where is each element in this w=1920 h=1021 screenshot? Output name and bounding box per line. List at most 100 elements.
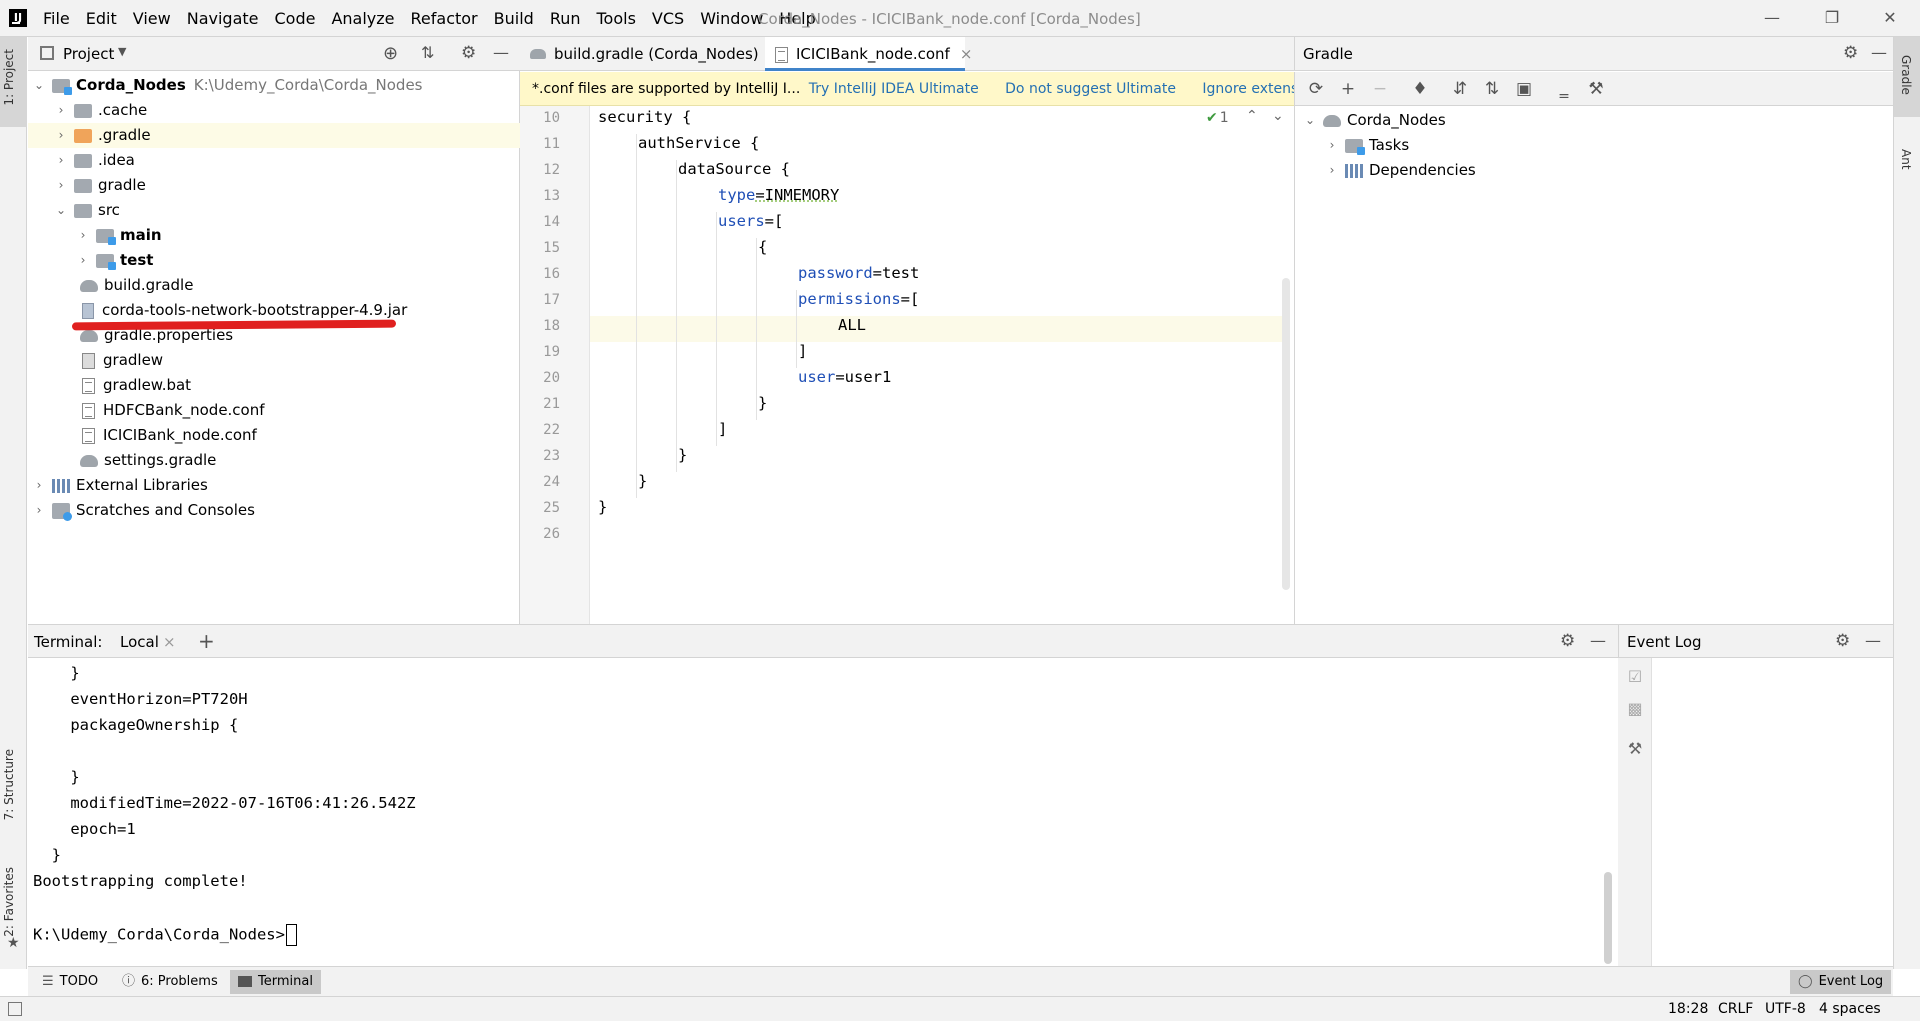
tree-item-gradle-properties[interactable]: gradle.properties [80,323,233,348]
hide-panel-icon[interactable]: — [493,43,509,62]
file-encoding[interactable]: UTF-8 [1765,1001,1806,1017]
expand-all-icon[interactable]: ⇵ [1452,79,1468,99]
tree-root[interactable]: ⌄ Corda_Nodes K:\Udemy_Corda\Corda_Nodes [32,73,423,98]
indent-setting[interactable]: 4 spaces [1819,1001,1881,1017]
collapsed-arrow-icon[interactable]: › [80,253,86,267]
menu-code[interactable]: Code [274,9,316,28]
gradle-tool-tab[interactable]: Gradle [1899,55,1913,95]
tree-item-test[interactable]: › test [76,248,153,273]
tree-item-main[interactable]: › main [76,223,162,248]
ignore-extension-link[interactable]: Ignore extension [1202,81,1320,97]
tree-item-idea[interactable]: › .idea [54,148,135,173]
close-window-icon[interactable]: ✕ [1883,8,1897,27]
menu-edit[interactable]: Edit [85,9,117,28]
collapse-all-icon[interactable]: ⇅ [421,43,435,62]
tab-icici-conf[interactable]: ICICIBank_node.conf× [765,37,972,71]
tree-item-gradlew-bat[interactable]: gradlew.bat [82,373,191,398]
hide-panel-icon[interactable]: — [1871,43,1887,62]
new-session-icon[interactable]: + [198,629,215,653]
gradle-tasks[interactable]: › Tasks [1325,133,1409,158]
hide-panel-icon[interactable]: — [1865,631,1881,650]
collapsed-arrow-icon[interactable]: › [58,178,64,192]
expanded-arrow-icon[interactable]: ⌄ [55,203,67,217]
collapsed-arrow-icon[interactable]: › [1329,138,1335,152]
analyze-dependencies-icon[interactable]: ▣ [1515,79,1533,99]
collapsed-arrow-icon[interactable]: › [58,153,64,167]
try-ultimate-link[interactable]: Try IntelliJ IDEA Ultimate [808,81,979,97]
tree-item-gradle-dir[interactable]: › .gradle [28,123,520,148]
terminal-scrollbar[interactable] [1604,872,1612,964]
todo-tool-button[interactable]: ☰TODO [34,970,106,994]
menu-window[interactable]: Window [700,9,764,28]
gradle-root[interactable]: ⌄ Corda_Nodes [1303,108,1446,133]
structure-tool-tab[interactable]: 7: Structure [2,749,16,821]
menu-help[interactable]: Help [779,9,816,28]
tree-item-src[interactable]: ⌄ src [54,198,120,223]
line-separator[interactable]: CRLF [1718,1001,1754,1017]
tree-item-scratches[interactable]: › Scratches and Consoles [32,498,255,523]
terminal-tool-button[interactable]: Terminal [230,970,321,994]
reload-icon[interactable]: ⟳ [1308,79,1324,99]
project-view-selector[interactable]: Project [63,45,115,63]
collapsed-arrow-icon[interactable]: › [58,103,64,117]
tab-build-gradle[interactable]: build.gradle (Corda_Nodes)× [520,37,781,71]
code-editor[interactable]: security { authService { dataSource { ty… [590,106,1294,624]
toggle-offline-icon[interactable]: ‗ [1559,79,1569,99]
collapsed-arrow-icon[interactable]: › [80,228,86,242]
terminal-output[interactable]: } eventHorizon=PT720H packageOwnership {… [28,658,1618,966]
tree-item-bootstrapper-jar[interactable]: corda-tools-network-bootstrapper-4.9.jar [82,298,407,323]
tree-item-gradle[interactable]: › gradle [54,173,146,198]
collapsed-arrow-icon[interactable]: › [1329,163,1335,177]
collapse-all-icon[interactable]: ⇅ [1484,79,1500,99]
ant-tool-tab[interactable]: Ant [1899,149,1913,170]
tree-item-icici-conf[interactable]: ICICIBank_node.conf [82,423,257,448]
menu-analyze[interactable]: Analyze [331,9,395,28]
close-tab-icon[interactable]: × [163,633,176,651]
chevron-down-icon[interactable]: ▼ [118,45,127,58]
collapsed-arrow-icon[interactable]: › [58,128,64,142]
add-icon[interactable]: + [1340,79,1356,99]
tree-item-gradlew[interactable]: gradlew [82,348,163,373]
terminal-tab-local[interactable]: Local [120,633,159,651]
tree-item-build-gradle[interactable]: build.gradle [80,273,193,298]
tree-item-external-libraries[interactable]: › External Libraries [32,473,208,498]
locate-icon[interactable]: ⊕ [383,43,399,64]
editor-scrollbar[interactable] [1282,278,1290,590]
menu-build[interactable]: Build [493,9,534,28]
inspection-ok-icon[interactable]: ✔​1 [1206,110,1229,126]
restore-icon[interactable]: ❐ [1824,8,1840,27]
previous-highlight-icon[interactable]: ⌃ [1246,108,1258,124]
expanded-arrow-icon[interactable]: ⌄ [1304,113,1316,127]
menu-view[interactable]: View [132,9,171,28]
collapsed-arrow-icon[interactable]: › [36,478,42,492]
menu-navigate[interactable]: Navigate [186,9,259,28]
wrench-icon[interactable]: ⚒ [1588,79,1604,99]
wrench-icon[interactable]: ⚒ [1627,739,1643,758]
collapsed-arrow-icon[interactable]: › [36,503,42,517]
project-tool-tab[interactable]: 1: Project [2,49,16,106]
menu-run[interactable]: Run [549,9,581,28]
do-not-suggest-link[interactable]: Do not suggest Ultimate [1005,81,1176,97]
hide-panel-icon[interactable]: — [1590,631,1606,650]
gear-icon[interactable]: ⚙ [1560,631,1576,651]
tree-item-hdfc-conf[interactable]: HDFCBank_node.conf [82,398,265,423]
gradle-dependencies[interactable]: › Dependencies [1325,158,1476,183]
gear-icon[interactable]: ⚙ [1835,631,1851,651]
menu-tools[interactable]: Tools [596,9,636,28]
next-highlight-icon[interactable]: ⌄ [1272,108,1284,124]
tree-item-settings-gradle[interactable]: settings.gradle [80,448,216,473]
gear-icon[interactable]: ⚙ [461,43,477,63]
menu-refactor[interactable]: Refactor [410,9,478,28]
caret-position[interactable]: 18:28 [1668,1001,1709,1017]
close-tab-icon[interactable]: × [959,45,973,63]
menu-file[interactable]: File [43,9,70,28]
execute-gradle-task-icon[interactable]: ♦ [1412,79,1428,99]
gear-icon[interactable]: ⚙ [1843,43,1859,63]
minimize-icon[interactable]: — [1764,8,1780,27]
expanded-arrow-icon[interactable]: ⌄ [33,78,45,92]
event-log-tool-button[interactable]: ◯Event Log [1790,970,1892,994]
tree-item-cache[interactable]: › .cache [54,98,148,123]
toggle-tool-windows-icon[interactable] [8,1002,22,1016]
menu-vcs[interactable]: VCS [651,9,685,28]
